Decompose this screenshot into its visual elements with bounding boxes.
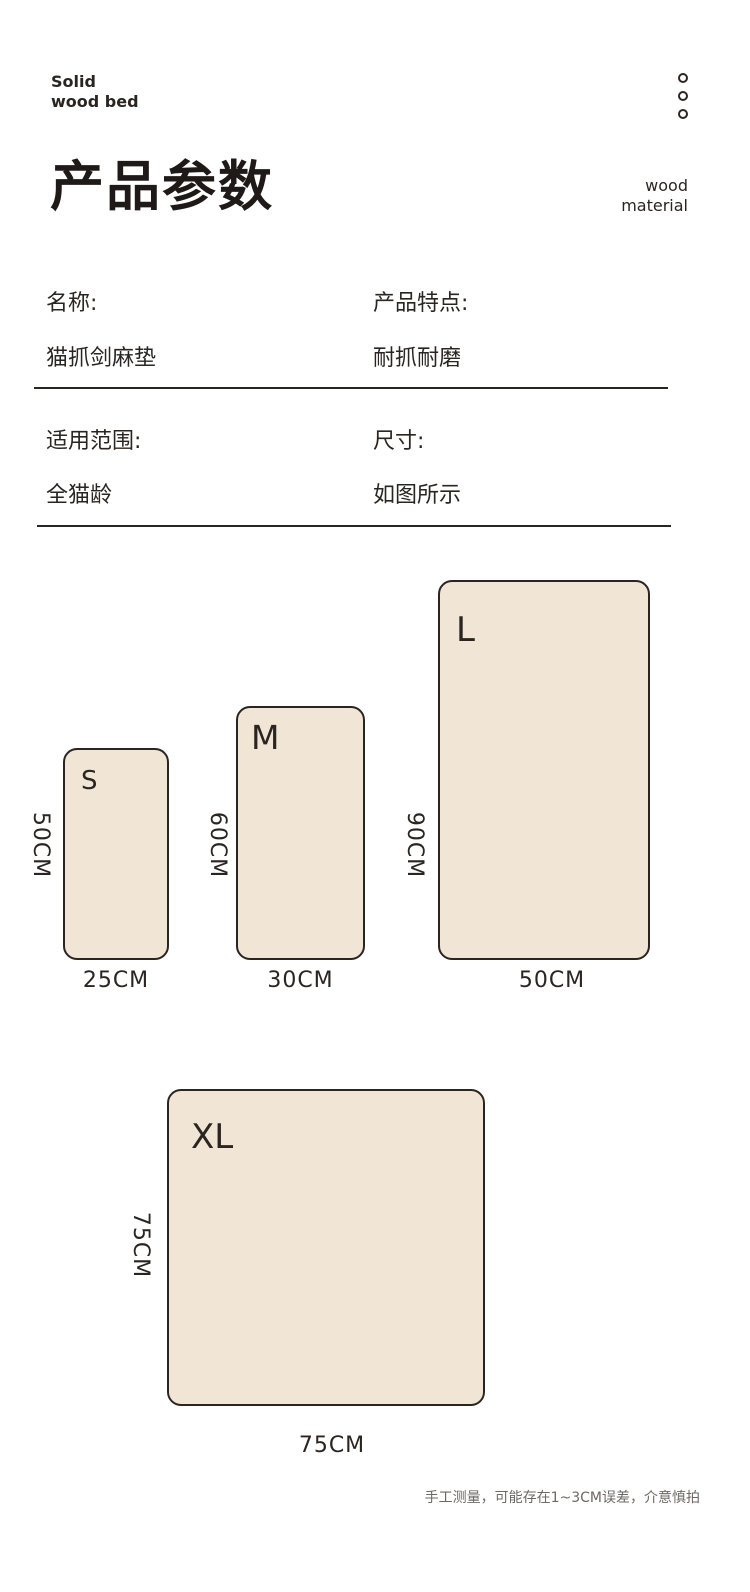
spec-label-size: 尺寸: — [373, 429, 425, 454]
spec-value-range: 全猫龄 — [46, 483, 113, 508]
row-divider — [34, 387, 668, 389]
size-s-width: 25CM — [82, 968, 150, 993]
page-title: 产品参数 — [50, 155, 274, 218]
size-m-height: 60CM — [205, 811, 230, 879]
dot-icon — [678, 73, 688, 83]
size-s-mat: S — [63, 748, 169, 960]
dot-icon — [678, 109, 688, 119]
material-line-1: wood — [645, 176, 688, 195]
size-xl-label: XL — [191, 1117, 234, 1157]
size-m-width: 30CM — [267, 968, 334, 993]
dot-icon — [678, 91, 688, 101]
spec-value-name: 猫抓剑麻垫 — [46, 346, 157, 371]
material-text: wood material — [621, 176, 688, 216]
size-xl-height: 75CM — [128, 1211, 153, 1279]
spec-label-range: 适用范围: — [46, 429, 142, 454]
spec-value-size: 如图所示 — [373, 483, 462, 508]
spec-label-name: 名称: — [46, 291, 98, 316]
spec-value-feature: 耐抓耐磨 — [373, 346, 462, 371]
size-l-label: L — [456, 610, 475, 650]
size-m-mat: M — [236, 706, 365, 960]
size-s-height: 50CM — [28, 811, 53, 879]
brand-line-2: wood bed — [51, 92, 139, 111]
measurement-note: 手工测量，可能存在1~3CM误差，介意慎拍 — [424, 1490, 700, 1506]
size-m-label: M — [251, 718, 280, 757]
row-divider — [37, 525, 671, 527]
material-line-2: material — [621, 196, 688, 215]
size-l-mat: L — [438, 580, 650, 960]
size-l-height: 90CM — [402, 811, 427, 879]
spec-label-feature: 产品特点: — [373, 291, 469, 316]
size-xl-width: 75CM — [298, 1433, 366, 1458]
brand-text: Solid wood bed — [51, 72, 139, 112]
brand-line-1: Solid — [51, 72, 96, 91]
vertical-dots-icon[interactable] — [678, 73, 688, 127]
size-l-width: 50CM — [518, 968, 586, 993]
size-xl-mat: XL — [167, 1089, 485, 1406]
size-s-label: S — [81, 766, 98, 796]
